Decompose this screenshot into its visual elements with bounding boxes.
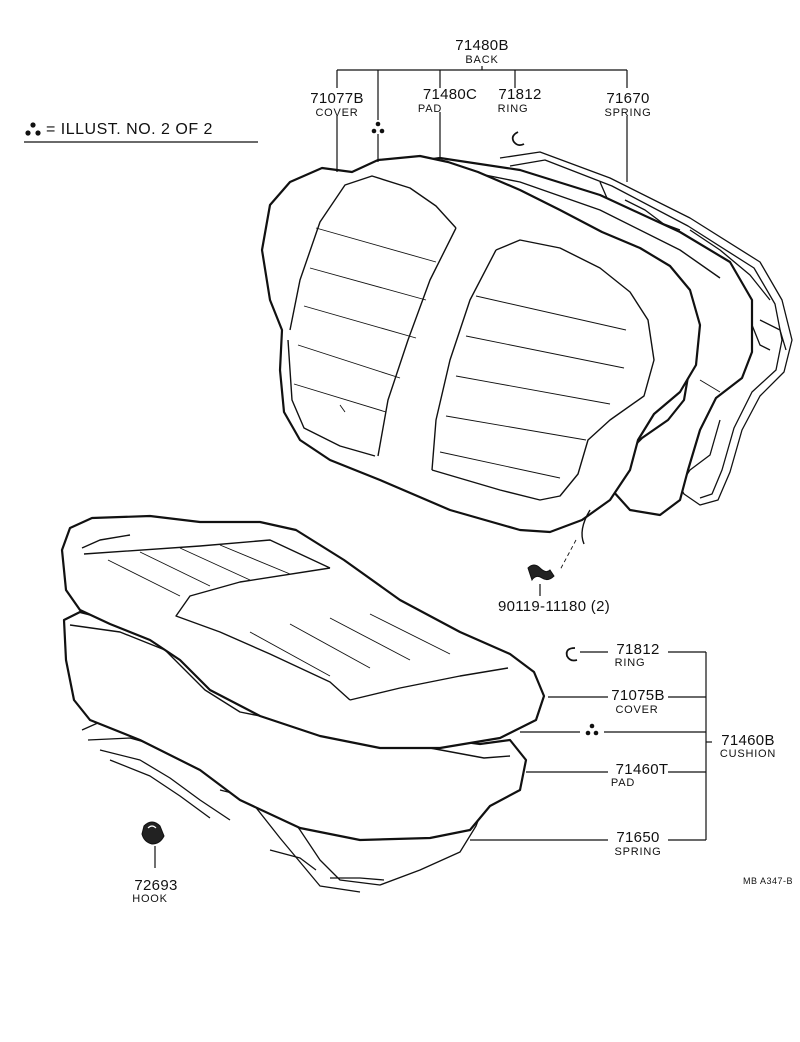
back-cover-part-name: COVER [315, 107, 358, 119]
back-spring-part-number: 71670 [606, 90, 649, 107]
illustration-note: = ILLUST. NO. 2 OF 2 [24, 121, 258, 143]
seat-cushion-cover [60, 514, 546, 750]
clip-icon [527, 509, 591, 596]
cushion-cover-part-number: 71075B [611, 687, 665, 704]
three-dot-triangle-icon [371, 121, 385, 134]
c-ring-icon [511, 131, 525, 147]
three-dot-triangle-icon [585, 723, 599, 736]
cushion-ring-part-name: RING [615, 657, 646, 669]
back-ring-part-number: 71812 [498, 86, 541, 103]
cushion-pad-part-name: PAD [611, 777, 635, 789]
back-pad-part-name: PAD [418, 103, 442, 115]
back-cover-part-number: 71077B [310, 90, 364, 107]
c-ring-icon [565, 647, 578, 662]
back-ring-part-name: RING [498, 103, 529, 115]
cushion-part-name: CUSHION [720, 748, 776, 760]
cushion-cover-part-name: COVER [615, 704, 658, 716]
seat-back-cover [260, 154, 702, 534]
drawing-reference: MB A347-B [743, 876, 793, 886]
cushion-leader-lines [470, 651, 712, 841]
back-part-number: 71480B [455, 37, 509, 54]
hook-part-name: HOOK [132, 893, 168, 905]
back-spring-part-name: SPRING [605, 107, 652, 119]
three-dot-triangle-icon [25, 122, 41, 136]
cushion-spring-part-number: 71650 [616, 829, 659, 846]
back-pad-part-number: 71480C [423, 86, 477, 103]
cushion-pad-part-number: 71460T [616, 761, 669, 778]
cushion-spring-part-name: SPRING [615, 846, 662, 858]
cushion-ring-part-number: 71812 [616, 641, 659, 658]
hook-icon [141, 821, 165, 868]
illustration-note-text: = ILLUST. NO. 2 OF 2 [46, 121, 213, 138]
clip-part-number: 90119-11180 (2) [498, 598, 610, 615]
back-leader-lines [336, 66, 628, 182]
hook-part-number: 72693 [134, 877, 177, 894]
back-part-name: BACK [465, 54, 498, 66]
cushion-part-number: 71460B [721, 732, 775, 749]
